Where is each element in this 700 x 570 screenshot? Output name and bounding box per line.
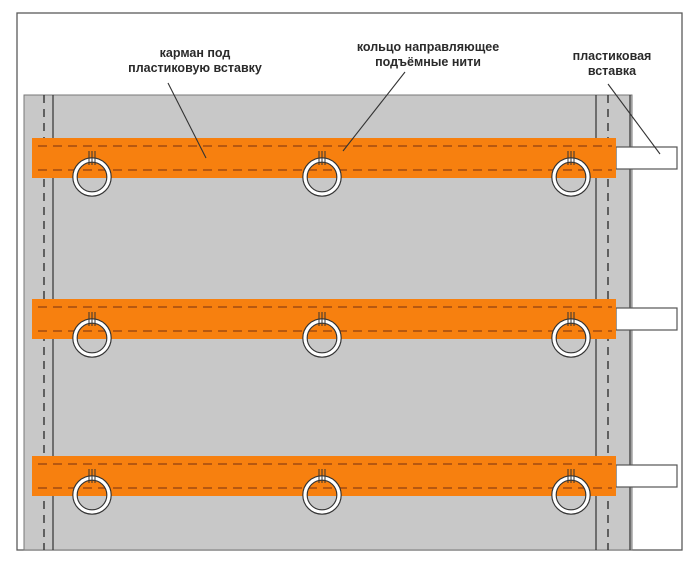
ring	[72, 312, 112, 358]
label-pocket: карман под пластиковую вставку	[100, 46, 290, 76]
leader-ring	[342, 71, 406, 152]
ring	[302, 312, 342, 358]
label-ring-line1: кольцо направляющее	[356, 40, 500, 54]
label-insert-line1: пластиковая	[572, 49, 652, 63]
ring	[302, 469, 342, 515]
ring	[302, 151, 342, 197]
leader-pocket	[167, 82, 207, 159]
pocket-middle	[32, 299, 678, 358]
label-ring: кольцо направляющее подъёмные нити	[328, 40, 528, 70]
label-insert-line2: вставка	[587, 64, 637, 78]
label-insert: пластиковая вставка	[552, 49, 672, 79]
plastic-insert	[615, 146, 678, 170]
pocket-top	[32, 138, 678, 197]
pocket-bottom	[32, 456, 678, 515]
label-pocket-line2: пластиковую вставку	[128, 61, 262, 75]
ring	[72, 469, 112, 515]
ring	[551, 469, 591, 515]
ring	[551, 312, 591, 358]
plastic-insert	[615, 464, 678, 488]
plastic-insert	[615, 307, 678, 331]
label-ring-line2: подъёмные нити	[375, 55, 481, 69]
label-pocket-line1: карман под	[159, 46, 231, 60]
leader-insert	[607, 83, 661, 155]
ring	[72, 151, 112, 197]
ring	[551, 151, 591, 197]
